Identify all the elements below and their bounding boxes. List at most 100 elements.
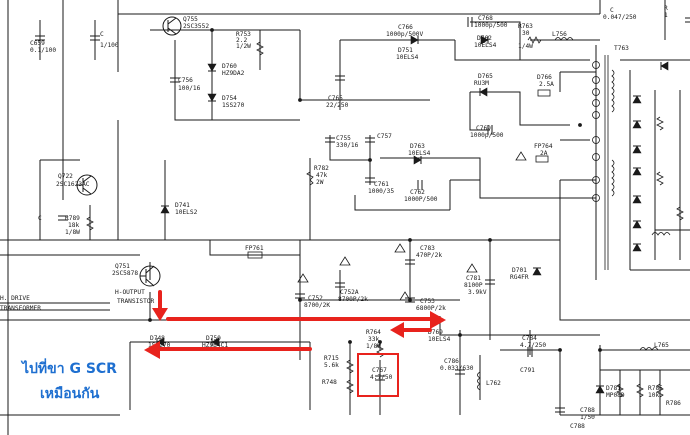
capacitor-c757 [365, 137, 375, 143]
label-c788-value: 1/50 [580, 414, 595, 421]
capacitor-c784 [527, 347, 533, 357]
flyback-transformer-t763 [592, 0, 690, 280]
label-r782: R782 [314, 165, 329, 172]
label-r785: R785 [648, 385, 663, 392]
capacitor-c786 [455, 369, 465, 375]
resistor-r785 [616, 383, 624, 398]
label-l756: L756 [552, 31, 567, 38]
label-c783: C783 [420, 245, 435, 252]
label-r789-watt: 1/8W [65, 229, 80, 236]
label-c-ce: C [38, 215, 42, 222]
label-l765: L765 [654, 342, 669, 349]
capacitor-c781 [485, 279, 495, 285]
label-fp764: FP764 [534, 143, 553, 150]
label-r782-value: 47k [316, 172, 327, 179]
label-d750: D750 [206, 335, 221, 342]
diode-d754 [207, 93, 217, 102]
diode-d750 [211, 337, 220, 347]
label-d769: D769 [428, 329, 443, 336]
diode-d763 [413, 155, 422, 165]
label-r785-value: 10k [648, 392, 659, 399]
diode-d760 [207, 63, 217, 72]
capacitor-c788 [555, 407, 565, 413]
label-c752a-value: 8700P/2k [338, 296, 368, 303]
resistor-r789 [86, 216, 94, 231]
diode-d765 [479, 87, 488, 97]
red-arrow-right-head [430, 311, 446, 329]
label-q722: Q722 [58, 173, 73, 180]
label-h-output: H-OUTPUT [115, 289, 145, 296]
label-c755-value: 330/16 [336, 142, 359, 149]
resistor-t-c [676, 206, 684, 221]
label-c788: C788 [580, 407, 595, 414]
warning-triangle-2 [466, 263, 478, 273]
label-transistor: TRANSISTOR [117, 298, 155, 305]
label-r-tr-value: 1 [664, 12, 668, 19]
label-c781: C781 [466, 275, 481, 282]
label-c756-value: 100/16 [178, 85, 201, 92]
label-c786-value: 0.033/630 [440, 365, 474, 372]
diode-t3 [632, 145, 642, 154]
fuse-d766 [537, 89, 551, 97]
label-c765-value: 22/250 [326, 102, 349, 109]
label-c659-value: 0.1/100 [30, 47, 56, 54]
label-q751: Q751 [115, 263, 130, 270]
capacitor-c753 [405, 297, 415, 303]
fuse-fp764 [535, 155, 549, 163]
label-c762-value: 1000P/500 [404, 196, 438, 203]
warning-triangle-5 [297, 273, 309, 283]
label-r748: R748 [322, 379, 337, 386]
coil-l762 [477, 371, 481, 391]
label-transformer: TRANSFORMER [0, 305, 41, 312]
label-fp761: FP761 [245, 245, 264, 252]
resistor-r786 [636, 383, 644, 398]
other-parts [76, 16, 671, 391]
label-r789-value: 18k [68, 222, 79, 229]
label-d766: D766 [537, 74, 552, 81]
diode-d741 [160, 205, 170, 214]
label-c757: C757 [377, 133, 392, 140]
diode-t2 [632, 120, 642, 129]
label-c766-value: 1000p/500V [386, 31, 424, 38]
red-arrow-left-small-head [390, 322, 404, 338]
transistor-q755 [162, 16, 182, 36]
label-c768: C768 [478, 15, 493, 22]
label-c769-value: 1000p/500 [470, 132, 504, 139]
label-r715: R715 [324, 355, 339, 362]
label-c769: C769 [476, 125, 491, 132]
coil-transformer-out [651, 232, 671, 236]
capacitor-c755 [325, 137, 335, 143]
resistor-r764 [376, 343, 384, 358]
label-r782-watt: 2W [316, 179, 324, 186]
warning-triangle-1 [394, 243, 406, 253]
coil-l765 [639, 347, 659, 351]
label-d765: D765 [478, 73, 493, 80]
label-c755: C755 [336, 135, 351, 142]
resistor-r715 [346, 359, 354, 374]
label-q751-value: 2SC5878 [112, 270, 138, 277]
transistor-q722 [76, 174, 98, 196]
label-c-top-value: 1/100 [100, 42, 119, 49]
label-d762-value: 10ELS4 [474, 42, 497, 49]
annotation-line-2: เหมือนกัน [40, 386, 100, 402]
capacitor-c-top-right [685, 17, 690, 23]
label-r763-watt: 1/4W [518, 43, 533, 50]
label-r764-value: 33k [368, 336, 379, 343]
label-r753-watt: 1/2W [236, 43, 251, 50]
label-c762: C762 [410, 189, 425, 196]
label-d769-value: 10ELS4 [428, 336, 451, 343]
label-d741-value: 10ELS2 [175, 209, 198, 216]
red-highlight-box-c767 [357, 353, 399, 397]
red-annotation-overlay [144, 290, 446, 397]
label-r763-value: 30 [522, 30, 530, 37]
label-q722-value: 2SC1623AC [56, 181, 90, 188]
label-c-top-right: C [610, 7, 614, 14]
label-d751-value: 10ELS4 [396, 54, 419, 61]
label-c753: C753 [420, 298, 435, 305]
capacitor-c766 [467, 17, 473, 27]
label-d763: D763 [410, 143, 425, 150]
label-r763: R763 [518, 23, 533, 30]
label-r764: R764 [366, 329, 381, 336]
label-d781-value: MP08D [606, 392, 625, 399]
